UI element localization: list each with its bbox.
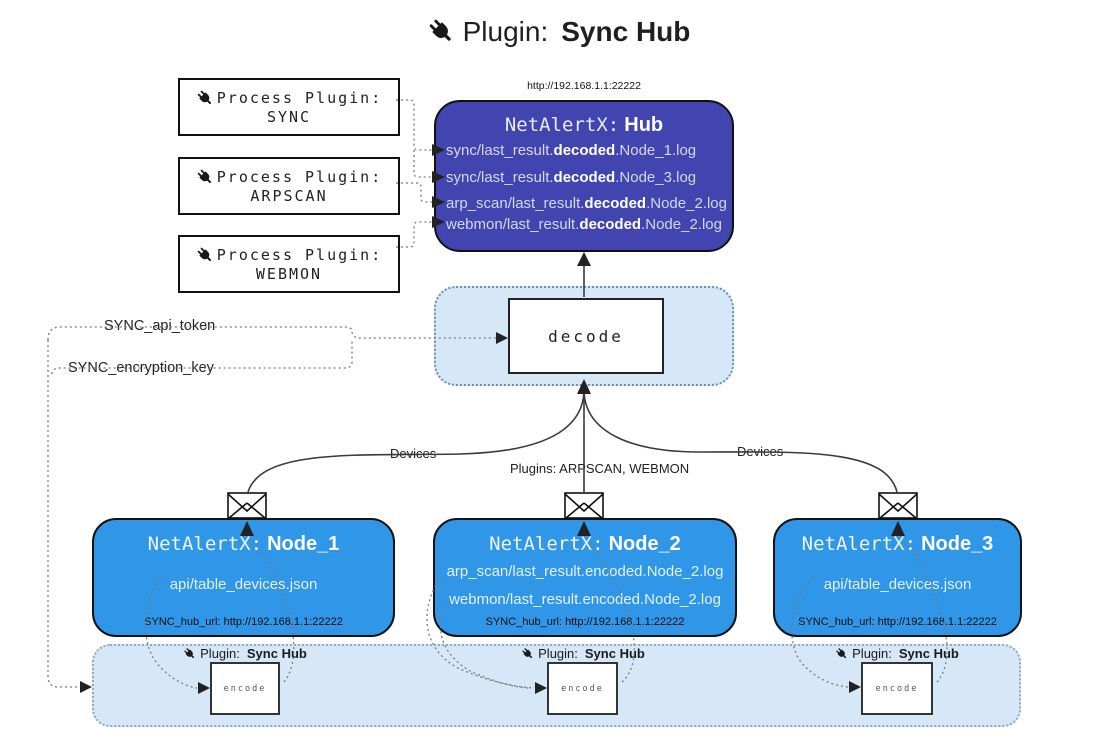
title-label: Plugin: <box>462 16 549 47</box>
devices-left-label: Devices <box>385 446 442 461</box>
process-plugin-name: ARPSCAN <box>250 186 328 205</box>
envelope-icon <box>564 492 604 519</box>
devices-right-label: Devices <box>732 444 789 459</box>
page-title: Plugin: Sync Hub <box>0 16 1117 48</box>
node-title: NetAlertX:Node_2 <box>489 533 681 555</box>
hub-box: NetAlertX:Hub sync/last_result.decoded.N… <box>434 100 734 252</box>
hub-log-line: arp_scan/last_result.decoded.Node_2.log <box>446 195 727 212</box>
plug-icon <box>522 647 533 658</box>
hub-title-name: Hub <box>624 114 664 136</box>
encode-box: encode <box>861 662 933 715</box>
hub-log-line: sync/last_result.decoded.Node_1.log <box>446 142 697 159</box>
encode-plugin-label: Plugin:Sync Hub <box>822 646 972 661</box>
node-3-box: NetAlertX:Node_3 api/table_devices.json … <box>773 518 1022 637</box>
node-hub-url: SYNC_hub_url: http://192.168.1.1:22222 <box>144 616 343 628</box>
process-plugin-name: WEBMON <box>255 264 323 283</box>
envelope-icon <box>878 492 918 519</box>
plugins-center-label: Plugins: ARPSCAN, WEBMON <box>505 461 695 476</box>
node-file-line: arp_scan/last_result.encoded.Node_2.log <box>446 563 724 580</box>
node-hub-url: SYNC_hub_url: http://192.168.1.1:22222 <box>485 616 685 628</box>
node-file-line: api/table_devices.json <box>169 576 318 593</box>
envelope-icon <box>227 492 267 519</box>
encode-plugin-label: Plugin:Sync Hub <box>508 646 658 661</box>
node-file-line: webmon/last_result.encoded.Node_2.log <box>449 591 721 608</box>
hub-log-line: webmon/last_result.decoded.Node_2.log <box>446 216 722 233</box>
process-plugin-sync: Process Plugin: SYNC <box>178 78 400 136</box>
process-plugin-label: Process Plugin: <box>216 246 383 264</box>
envelope-icons <box>227 492 918 519</box>
encode-plugin-label: Plugin:Sync Hub <box>170 646 320 661</box>
hub-url: http://192.168.1.1:22222 <box>527 80 641 92</box>
sync-api-token-label: SYNC_api_token <box>102 318 218 334</box>
plug-icon <box>197 247 211 261</box>
hub-log-line: sync/last_result.decoded.Node_3.log <box>446 169 697 186</box>
process-plugin-arpscan: Process Plugin: ARPSCAN <box>178 157 400 215</box>
process-plugin-name: SYNC <box>266 107 312 126</box>
node-title: NetAlertX:Node_1 <box>147 533 340 555</box>
node-2-box: NetAlertX:Node_2 arp_scan/last_result.en… <box>433 518 737 637</box>
plug-icon <box>197 90 211 104</box>
node-hub-url: SYNC_hub_url: http://192.168.1.1:22222 <box>798 616 997 628</box>
node-title: NetAlertX:Node_3 <box>801 533 994 555</box>
hub-title-prefix: NetAlertX: <box>504 114 620 136</box>
process-plugin-label: Process Plugin: <box>216 89 383 107</box>
process-plugin-webmon: Process Plugin: WEBMON <box>178 235 400 293</box>
decode-box: decode <box>508 298 664 374</box>
process-plugin-label: Process Plugin: <box>216 168 383 186</box>
title-name: Sync Hub <box>561 16 691 47</box>
node-1-box: NetAlertX:Node_1 api/table_devices.json … <box>92 518 395 637</box>
plug-icon <box>197 169 211 183</box>
hub-title: NetAlertX:Hub <box>436 114 732 137</box>
plug-icon <box>836 647 847 658</box>
encode-box: encode <box>547 662 618 715</box>
sync-encryption-key-label: SYNC_encryption_key <box>66 360 216 376</box>
plug-icon <box>429 19 451 41</box>
encode-box: encode <box>210 662 280 715</box>
plug-icon <box>184 647 195 658</box>
node-file-line: api/table_devices.json <box>823 576 972 593</box>
